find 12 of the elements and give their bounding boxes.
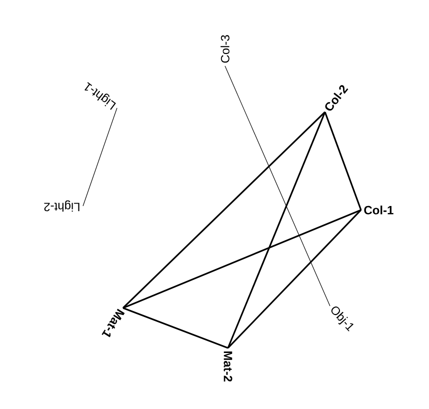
node-label: Col-1 [364, 206, 394, 214]
connector-line [82, 108, 118, 206]
connector-line [122, 209, 362, 309]
connector-line [227, 209, 362, 349]
connector-line [324, 112, 362, 210]
node-label: Light-2 [44, 200, 80, 212]
node-label: Col-3 [220, 35, 230, 63]
connector-line [224, 66, 330, 306]
node-label: Mat-2 [224, 352, 232, 382]
connector-line [122, 111, 326, 309]
connector-line [227, 112, 326, 348]
connector-line [122, 307, 228, 349]
